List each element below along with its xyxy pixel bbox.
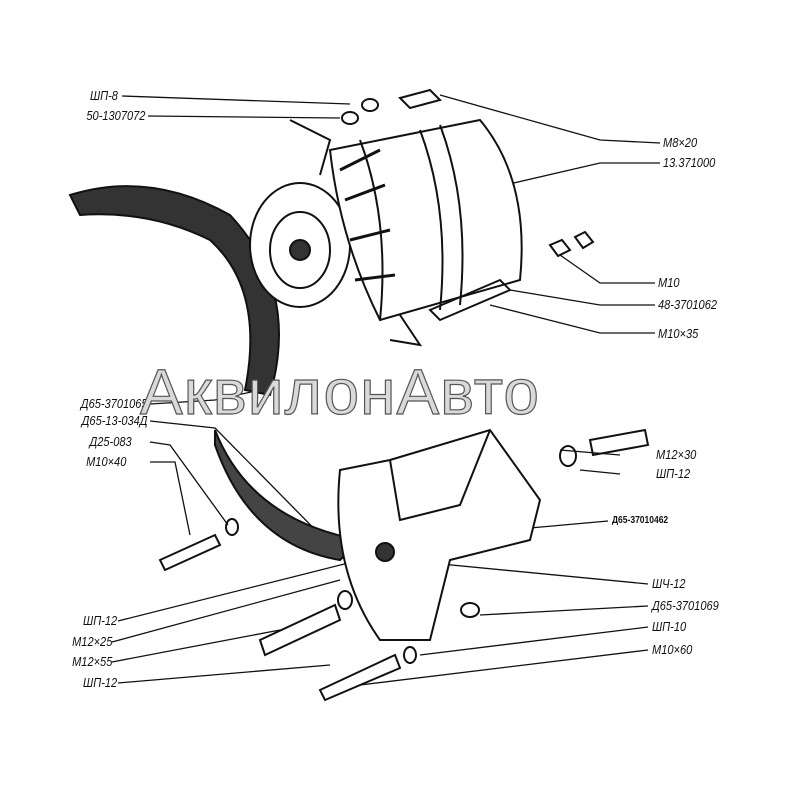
bracket-d65-37010462 [337, 428, 542, 641]
label-shp-12: ШП-12 [82, 613, 117, 628]
nut-shch-12 [375, 542, 395, 562]
label-shp-12-right: ШП-12 [656, 466, 691, 481]
label-shp-12-b: ШП-12 [82, 675, 117, 690]
washer-d25-083 [225, 518, 239, 536]
label-shch-12: ШЧ-12 [652, 576, 686, 591]
label-shp-10: ШП-10 [652, 619, 687, 634]
label-d25-083: Д25-083 [89, 434, 132, 449]
washer-shp-12 [559, 445, 577, 467]
label-d65-3701065: Д65-3701065 [81, 396, 148, 411]
label-m10x35: М10×35 [658, 326, 699, 341]
nut-m10-2 [573, 230, 595, 250]
label-m10x40: М10×40 [85, 454, 126, 469]
label-shp-8: ШП-8 [89, 88, 118, 103]
bolt-m12x30 [588, 428, 650, 457]
label-m12x30: М12×30 [656, 447, 697, 462]
bolt-m10x40 [158, 533, 222, 572]
bolt-m10x35 [428, 278, 512, 322]
label-m10x60: М10×60 [652, 642, 693, 657]
bolt-m12x55 [258, 603, 342, 657]
washer-shp-10 [403, 646, 417, 664]
leader-lines [111, 94, 661, 686]
alternator [249, 118, 523, 347]
label-d65-13-034d: Д65-13-034Д [82, 413, 148, 428]
bolt-m10x60 [318, 653, 402, 702]
drive-belt [68, 185, 280, 397]
label-m12x55: М12×55 [71, 654, 112, 669]
label-m12x25: М12×25 [71, 634, 112, 649]
bolt-m8x20 [398, 88, 442, 110]
washer-d65-3701069 [460, 602, 480, 618]
washer-shp-12-b [337, 590, 353, 610]
washer-shp-8 [361, 98, 379, 112]
label-m10: М10 [658, 275, 680, 290]
label-48-3701062: 48-3701062 [658, 297, 717, 312]
label-d65-3701069: Д65-3701069 [652, 598, 719, 613]
label-m8x20: М8×20 [663, 135, 698, 150]
watermark: АквилонАвто [139, 355, 540, 428]
washer-50-1307072 [341, 111, 359, 125]
label-d65-37010462: Д65-37010462 [612, 515, 669, 526]
label-50-1307072: 50-1307072 [86, 108, 145, 123]
nut-m10 [548, 238, 572, 258]
label-13-371000: 13.371000 [663, 155, 716, 170]
